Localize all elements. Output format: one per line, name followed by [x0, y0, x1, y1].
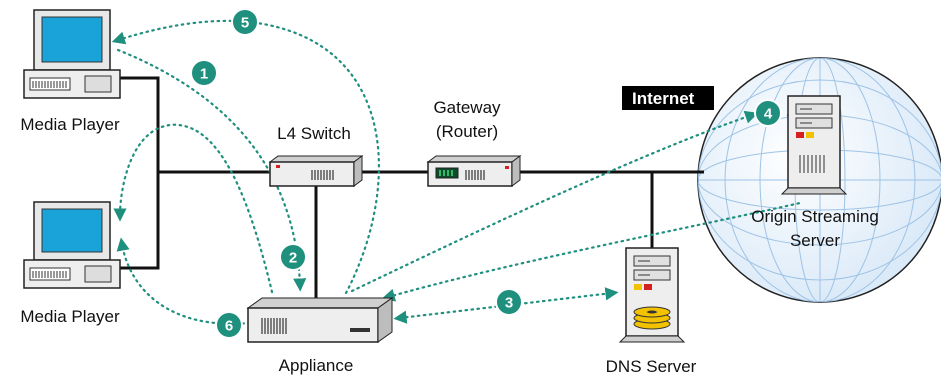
- internet-label-text: Internet: [632, 89, 695, 108]
- step-badge-3: 3: [495, 288, 523, 316]
- svg-text:6: 6: [225, 318, 233, 335]
- step-badge-5: 5: [231, 8, 259, 36]
- step-badge-2: 2: [279, 243, 307, 271]
- appliance-label: Appliance: [279, 356, 354, 375]
- dns-server: DNS Server: [606, 247, 697, 376]
- computer-icon: [23, 9, 121, 99]
- svg-text:4: 4: [764, 106, 773, 123]
- network-wires: [110, 76, 704, 300]
- media-player-bottom: Media Player: [20, 201, 121, 326]
- l4-switch-label: L4 Switch: [277, 124, 351, 143]
- internet-label: Internet: [622, 86, 714, 110]
- gateway-label-line1: Gateway: [433, 98, 501, 117]
- gateway-router: Gateway (Router): [426, 98, 522, 187]
- svg-text:2: 2: [289, 250, 297, 267]
- gateway-label-line2: (Router): [436, 122, 498, 141]
- server-tower-icon: [618, 247, 686, 343]
- server-tower-icon: [780, 95, 848, 195]
- svg-text:5: 5: [241, 15, 249, 32]
- switch-icon: [268, 155, 364, 187]
- l4-switch: L4 Switch: [268, 124, 364, 187]
- media-player-top-label: Media Player: [20, 115, 120, 134]
- step-badge-1: 1: [190, 59, 218, 87]
- svg-text:3: 3: [505, 295, 513, 312]
- step-badge-6: 6: [215, 311, 243, 339]
- step-badge-4: 4: [754, 99, 782, 127]
- media-player-bottom-label: Media Player: [20, 307, 120, 326]
- media-player-top: Media Player: [20, 9, 121, 134]
- appliance-icon: [246, 297, 394, 343]
- computer-icon: [23, 201, 121, 289]
- dns-server-label: DNS Server: [606, 357, 697, 376]
- appliance: Appliance: [246, 297, 394, 375]
- origin-label-line2: Server: [790, 231, 840, 250]
- origin-streaming-server: Origin Streaming Server: [751, 95, 879, 250]
- svg-text:1: 1: [200, 66, 208, 83]
- router-icon: [426, 155, 522, 187]
- origin-label-line1: Origin Streaming: [751, 207, 879, 226]
